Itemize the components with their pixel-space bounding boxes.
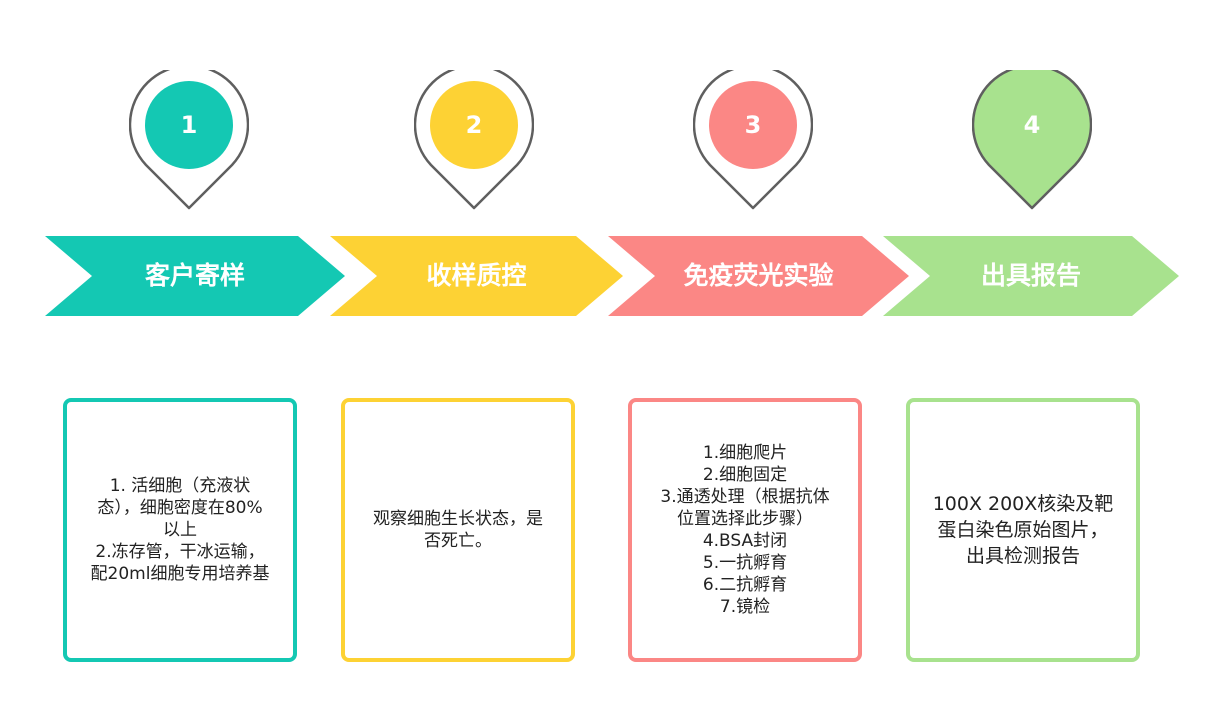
step-3-number: 3 (744, 111, 762, 139)
map-pin-icon (414, 70, 534, 210)
step-2-title: 收样质控 (426, 261, 527, 290)
step-3-description: 1.细胞爬片 2.细胞固定 3.通透处理（根据抗体位置选择此步骤） 4.BSA封… (660, 443, 830, 617)
step-4-description: 100X 200X核染及靶蛋白染色原始图片，出具检测报告 (932, 493, 1114, 567)
step-3-chevron (608, 236, 909, 316)
map-pin-icon (693, 70, 813, 210)
step-1-chevron (45, 236, 345, 316)
step-3-title: 免疫荧光实验 (683, 261, 834, 290)
step-4-title: 出具报告 (980, 261, 1081, 290)
step-3-pin-marker: 3 (693, 70, 813, 215)
map-pin-filled-icon (972, 70, 1092, 210)
step-3-description-box: 1.细胞爬片 2.细胞固定 3.通透处理（根据抗体位置选择此步骤） 4.BSA封… (628, 398, 862, 662)
step-2-pin-marker: 2 (414, 70, 534, 215)
process-chevron-band (45, 236, 1179, 316)
step-4-number: 4 (1023, 111, 1041, 139)
step-2-description: 观察细胞生长状态，是否死亡。 (373, 509, 543, 551)
step-2-number: 2 (465, 111, 483, 139)
step-1-title: 客户寄样 (144, 261, 245, 290)
step-1-description-box: 1. 活细胞（充液状态），细胞密度在80%以上 2.冻存管，干冰运输，配20ml… (63, 398, 297, 662)
step-1-number: 1 (180, 111, 198, 139)
step-4-pin-marker: 4 (972, 70, 1092, 215)
step-2-chevron (330, 236, 623, 316)
step-1-description: 1. 活细胞（充液状态），细胞密度在80%以上 2.冻存管，干冰运输，配20ml… (90, 476, 270, 584)
step-4-chevron (883, 236, 1179, 316)
step-4-description-box: 100X 200X核染及靶蛋白染色原始图片，出具检测报告 (906, 398, 1140, 662)
step-2-description-box: 观察细胞生长状态，是否死亡。 (341, 398, 575, 662)
map-pin-icon (129, 70, 249, 210)
step-1-pin-marker: 1 (129, 70, 249, 215)
